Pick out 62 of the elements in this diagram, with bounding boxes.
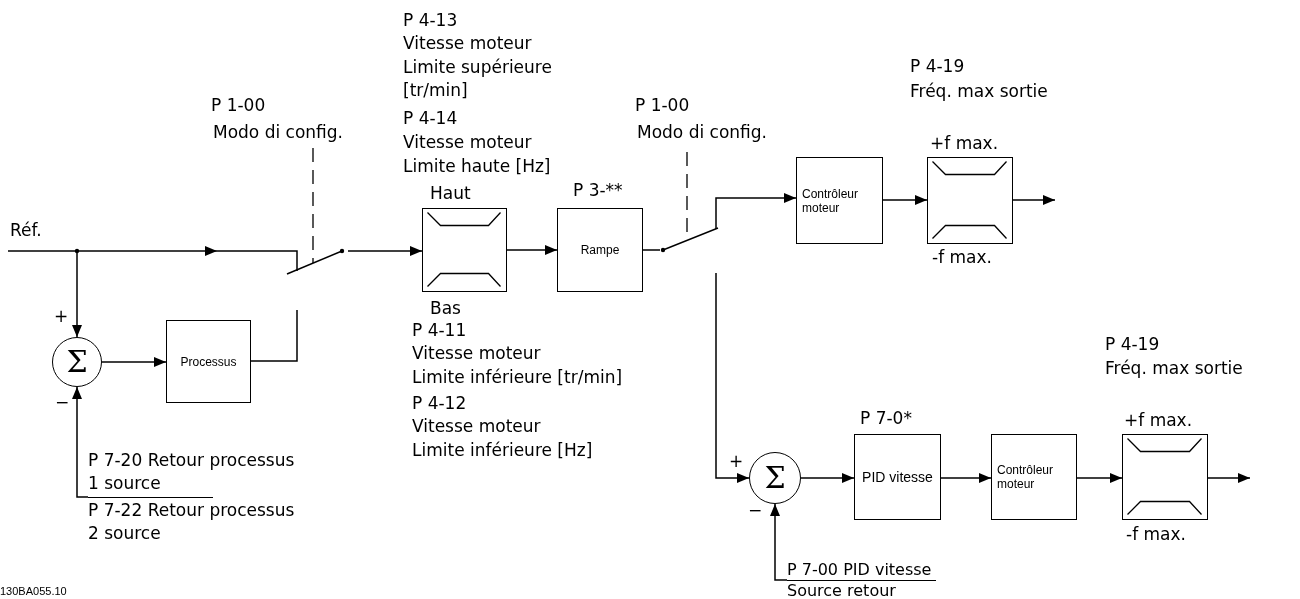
parameter-label: P 7-0* <box>860 407 912 430</box>
parameter-label: P 3-** <box>573 179 623 202</box>
arrow <box>1076 473 1123 483</box>
parameter-label: P 1-00 <box>211 94 266 117</box>
sign-label: + <box>54 306 69 326</box>
feedback-source-label: Source retour <box>787 582 897 599</box>
parameter-label: P 4-12 <box>412 392 467 415</box>
limit-label: -f max. <box>1126 523 1186 546</box>
limit-label: Bas <box>430 297 461 320</box>
parameter-label: P 4-13 <box>403 9 458 32</box>
parameter-label: Limite supérieure [tr/min] <box>403 56 553 102</box>
block-label: PID vitesse <box>862 468 933 486</box>
arrow <box>506 245 558 255</box>
parameter-label: Vitesse moteur <box>403 131 532 154</box>
parameter-label: P 4-19 <box>910 55 965 78</box>
feedback-source-label: P 7-20 Retour processus 1 source <box>88 449 296 495</box>
parameter-label: P 4-14 <box>403 107 458 130</box>
limit-label: +f max. <box>930 132 999 155</box>
parameter-label: P 4-11 <box>412 319 467 342</box>
arrow <box>800 473 855 483</box>
parameter-label: Modo di config. <box>637 121 767 144</box>
parameter-label: Fréq. max sortie <box>910 80 1048 103</box>
block-label: Processus <box>180 354 237 369</box>
connector-line <box>250 309 298 362</box>
arrow <box>101 357 167 367</box>
arrow <box>1207 473 1251 483</box>
figure-code: 130BA055.10 <box>0 584 67 598</box>
arrow <box>940 473 992 483</box>
sign-label: + <box>729 451 744 471</box>
sign-label: − <box>748 500 763 520</box>
feedback-source-label: P 7-22 Retour processus 2 source <box>88 499 296 545</box>
parameter-label: P 4-19 <box>1105 333 1160 356</box>
parameter-label: Limite inférieure [Hz] <box>412 439 593 462</box>
arrow <box>1012 195 1056 205</box>
parameter-label: Vitesse moteur <box>403 32 532 55</box>
parameter-label: Vitesse moteur <box>412 342 541 365</box>
sigma-symbol: Σ <box>764 463 786 493</box>
parameter-label: Vitesse moteur <box>412 415 541 438</box>
arrow <box>347 246 423 256</box>
parameter-label: Limite inférieure [tr/min] <box>412 366 623 389</box>
parameter-label: Fréq. max sortie <box>1105 357 1243 380</box>
block-label: Rampe <box>580 243 620 257</box>
arrow <box>882 195 928 205</box>
feedback-source-label: P 7-00 PID vitesse <box>787 561 933 579</box>
parameter-label: P 1-00 <box>635 94 690 117</box>
arrow <box>72 386 89 498</box>
limit-label: +f max. <box>1124 409 1193 432</box>
parameter-label: Modo di config. <box>213 121 343 144</box>
limit-label: Haut <box>430 182 471 205</box>
arrow <box>718 193 797 203</box>
connector-line <box>642 249 661 251</box>
block-label: Contrôleur moteur <box>802 186 860 215</box>
sigma-symbol: Σ <box>66 347 88 377</box>
sign-label: − <box>55 392 70 412</box>
arrow <box>715 272 750 483</box>
block-label: Contrôleur moteur <box>997 463 1055 491</box>
arrow <box>7 246 218 256</box>
arrow <box>770 503 788 581</box>
arrow <box>72 250 82 338</box>
limit-label: -f max. <box>932 246 992 269</box>
parameter-label: Limite haute [Hz] <box>403 155 551 178</box>
signal-label: Réf. <box>10 219 42 242</box>
